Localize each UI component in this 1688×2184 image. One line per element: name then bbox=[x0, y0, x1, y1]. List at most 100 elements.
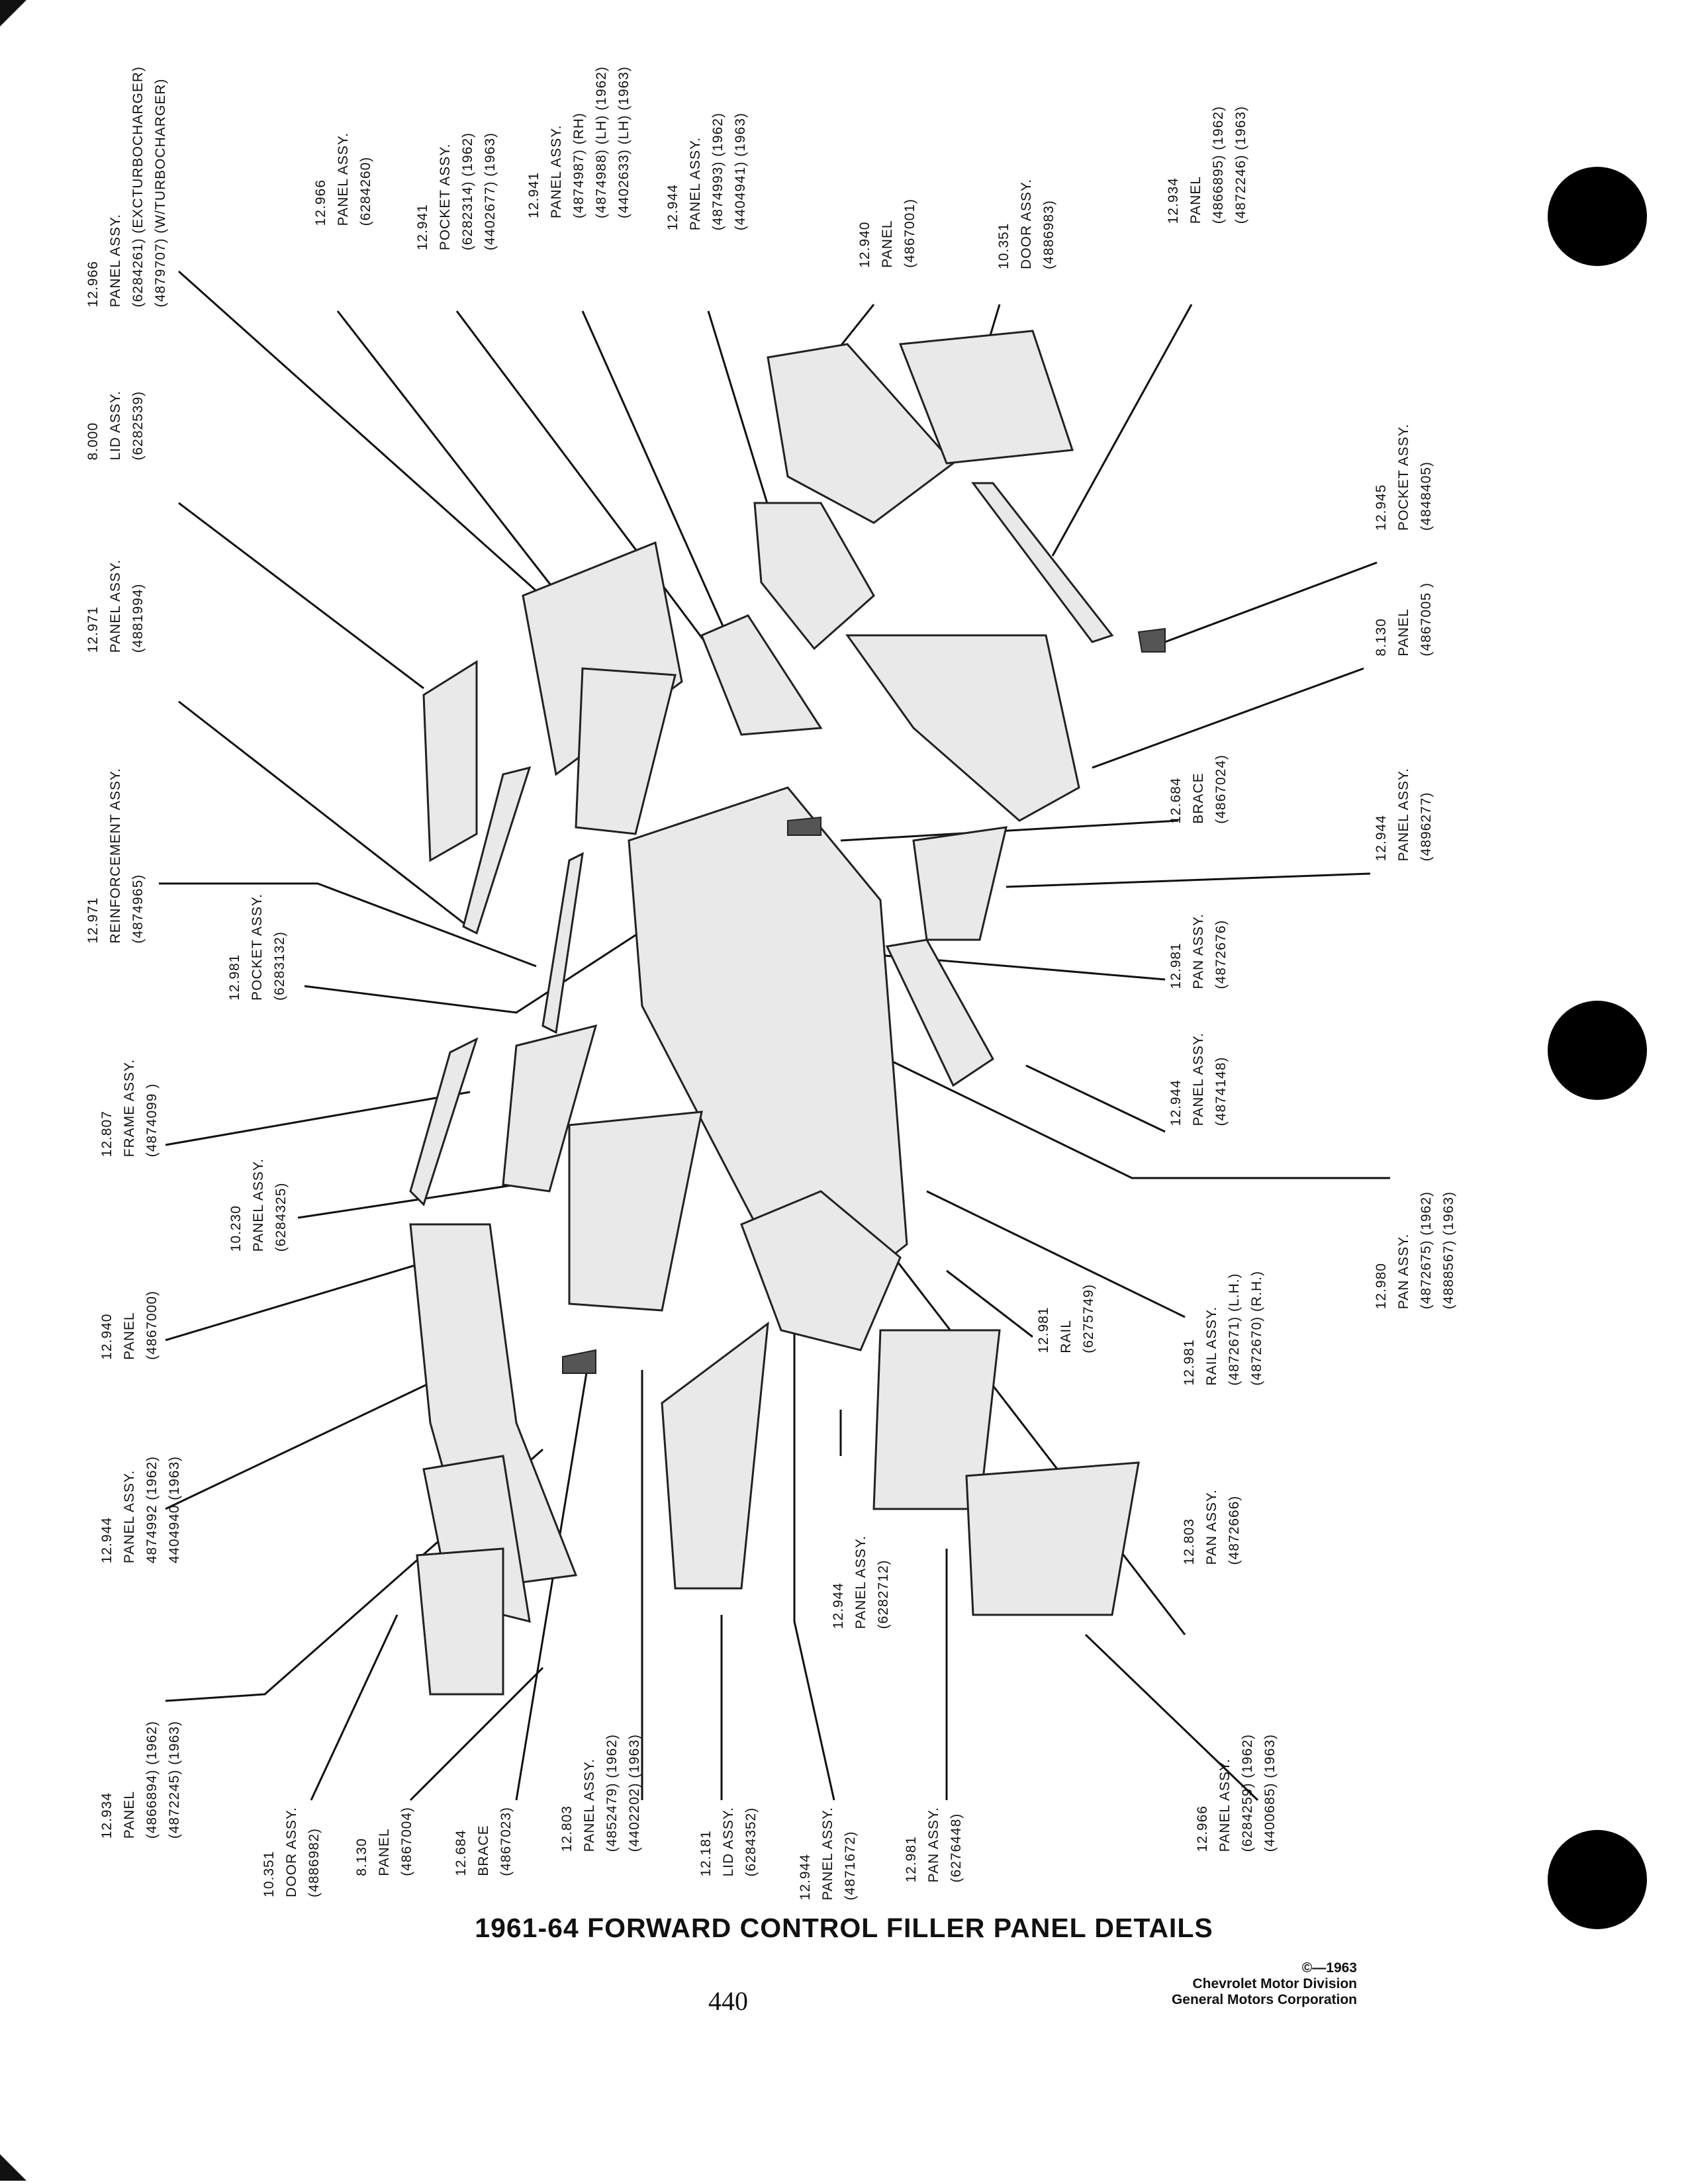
part-panel-assy-4881994 bbox=[462, 766, 532, 935]
callout-line: (4866894) (1962) bbox=[144, 1721, 160, 1839]
leader-line bbox=[1164, 561, 1378, 643]
part-lid-assy-6284352 bbox=[661, 1321, 769, 1590]
leader-line bbox=[886, 1058, 1390, 1179]
callout-line: 12.980 bbox=[1374, 1263, 1389, 1310]
callout-line: 12.966 bbox=[313, 179, 328, 226]
callout-line: 12.981 bbox=[904, 1836, 919, 1883]
part-panel-assy-6284259 bbox=[965, 1461, 1140, 1616]
callout-line: PANEL ASSY. bbox=[688, 136, 703, 231]
leader-line bbox=[946, 1269, 1033, 1338]
corner-mark-bottom-left bbox=[0, 2154, 26, 2181]
callout-door-assy-4886982: 10.351 DOOR ASSY. (4886982) bbox=[258, 1807, 326, 1897]
callout-line: PANEL ASSY. bbox=[1217, 1758, 1233, 1852]
part-panel-assy-6284261 bbox=[522, 541, 683, 776]
leader-line bbox=[159, 882, 537, 968]
leader-line bbox=[165, 1375, 444, 1510]
callout-line: (4872245) (1963) bbox=[167, 1721, 182, 1839]
callout-line: (4874987) (RH) bbox=[571, 113, 586, 218]
callout-panel-assy-4874992: 12.944 PANEL ASSY. 4874992 (1962) 440494… bbox=[96, 1456, 186, 1563]
callout-line: (4874099 ) bbox=[144, 1083, 160, 1158]
leader-line bbox=[1051, 304, 1193, 557]
callout-panel-assy-4871672: 12.944 PANEL ASSY. (4871672) bbox=[794, 1807, 862, 1900]
binder-hole-middle bbox=[1548, 1001, 1647, 1100]
callout-line: (4874965) bbox=[130, 874, 146, 944]
callout-line: (4872675) (1962) bbox=[1419, 1191, 1434, 1310]
callout-line: 12.684 bbox=[453, 1829, 469, 1876]
callout-line: POCKET ASSY. bbox=[438, 143, 453, 251]
callout-line: (6284261) (EXCTURBOCHARGER) bbox=[130, 66, 146, 308]
leader-line bbox=[297, 1183, 517, 1219]
callout-line: 12.934 bbox=[1166, 177, 1181, 224]
callout-line: FRAME ASSY. bbox=[122, 1059, 137, 1158]
callout-line: 12.981 bbox=[1036, 1306, 1051, 1353]
callout-lid-assy-6284352: 12.181 LID ASSY. (6284352) bbox=[695, 1807, 763, 1877]
callout-line: (6282314) (1962) bbox=[460, 132, 475, 251]
callout-panel-assy-6284260: 12.966 PANEL ASSY. (6284260) bbox=[310, 132, 377, 226]
leader-line bbox=[1025, 1064, 1166, 1133]
callout-line: (4872671) (L.H.) bbox=[1227, 1273, 1242, 1386]
callout-line: PANEL ASSY. bbox=[549, 124, 564, 218]
part-lid-assy bbox=[422, 660, 478, 862]
callout-line: (6276448) bbox=[949, 1813, 964, 1883]
callout-panel-assy-4874148: 12.944 PANEL ASSY. (4874148) bbox=[1165, 1032, 1233, 1126]
callout-line: (4872676) bbox=[1213, 919, 1229, 989]
callout-line: 12.981 bbox=[1168, 942, 1184, 989]
leader-line bbox=[455, 310, 736, 682]
callout-line: PANEL ASSY. bbox=[251, 1158, 266, 1252]
callout-line: 12.966 bbox=[1195, 1805, 1210, 1852]
callout-line: (4867000) bbox=[144, 1291, 160, 1360]
callout-line: (4867001) bbox=[902, 199, 917, 268]
callout-line: (4886983) bbox=[1041, 200, 1056, 269]
callout-line: 10.351 bbox=[261, 1850, 277, 1897]
leader-line bbox=[1092, 667, 1364, 769]
callout-line: 12.971 bbox=[85, 606, 101, 653]
callout-brace-4867024: 12.684 BRACE (4867024) bbox=[1165, 754, 1233, 824]
callout-line: (4888567) (1963) bbox=[1441, 1191, 1456, 1310]
part-panel-assy-6284325 bbox=[502, 1024, 598, 1193]
callout-line: REINFORCEMENT ASSY. bbox=[108, 768, 123, 944]
callout-line: PANEL ASSY. bbox=[1191, 1032, 1206, 1126]
callout-line: LID ASSY. bbox=[721, 1807, 736, 1877]
leader-line bbox=[1084, 1633, 1259, 1801]
callout-line: 12.940 bbox=[857, 221, 872, 268]
part-brace-4867023 bbox=[562, 1349, 596, 1374]
part-panel-assy-6284260 bbox=[575, 667, 677, 835]
copyright-line: Chevrolet Motor Division bbox=[1192, 1976, 1357, 1991]
callout-panel-4866895: 12.934 PANEL (4866895) (1962) (4872246) … bbox=[1162, 106, 1252, 224]
callout-line: (4872666) bbox=[1227, 1495, 1242, 1565]
leader-line bbox=[793, 1317, 835, 1801]
callout-line: PANEL ASSY. bbox=[582, 1758, 597, 1852]
callout-line: 10.230 bbox=[228, 1205, 244, 1252]
callout-line: POCKET ASSY. bbox=[1396, 424, 1411, 531]
callout-line: (6282539) bbox=[130, 390, 146, 461]
part-pocket-assy-4848405 bbox=[1137, 627, 1166, 653]
leader-line bbox=[178, 700, 477, 934]
leader-line bbox=[872, 1230, 1186, 1635]
callout-line: 12.981 bbox=[1182, 1339, 1197, 1386]
part-brace-4867024 bbox=[787, 816, 821, 836]
part-frame-assy bbox=[409, 1037, 479, 1206]
callout-line: PANEL ASSY. bbox=[122, 1469, 137, 1564]
callout-line: (4400685) (1963) bbox=[1262, 1734, 1278, 1852]
callout-line: (6284260) bbox=[358, 156, 373, 226]
callout-line: (6284352) bbox=[743, 1807, 759, 1877]
callout-line: RAIL bbox=[1058, 1320, 1074, 1353]
callout-door-assy-4886983: 10.351 DOOR ASSY. (4886983) bbox=[993, 179, 1060, 269]
corner-mark-top-left bbox=[0, 0, 26, 26]
callout-line: (6275749) bbox=[1081, 1284, 1096, 1353]
callout-line: (4866895) (1962) bbox=[1211, 106, 1226, 224]
callout-line: PANEL ASSY. bbox=[108, 559, 123, 653]
part-door-assy-4886982 bbox=[416, 1547, 504, 1696]
callout-line: 12.181 bbox=[698, 1830, 714, 1877]
callout-line: PANEL bbox=[1396, 608, 1411, 657]
callout-line: 4404940 (1963) bbox=[167, 1456, 182, 1564]
callout-line: (6283132) bbox=[272, 931, 287, 1001]
callout-pan-assy-6276448: 12.981 PAN ASSY. (6276448) bbox=[900, 1807, 968, 1882]
callout-line: (4402202) (1963) bbox=[627, 1734, 642, 1852]
binder-hole-bottom bbox=[1548, 1830, 1647, 1929]
copyright-notice: ©—1963 Chevrolet Motor Division General … bbox=[1172, 1960, 1357, 2008]
callout-line: 12.807 bbox=[99, 1111, 115, 1158]
callout-panel-assy-6284261: 12.966 PANEL ASSY. (6284261) (EXCTURBOCH… bbox=[82, 66, 172, 307]
callout-panel-assy-6284325: 10.230 PANEL ASSY. (6284325) bbox=[225, 1158, 293, 1251]
callout-line: 12.803 bbox=[559, 1805, 575, 1852]
